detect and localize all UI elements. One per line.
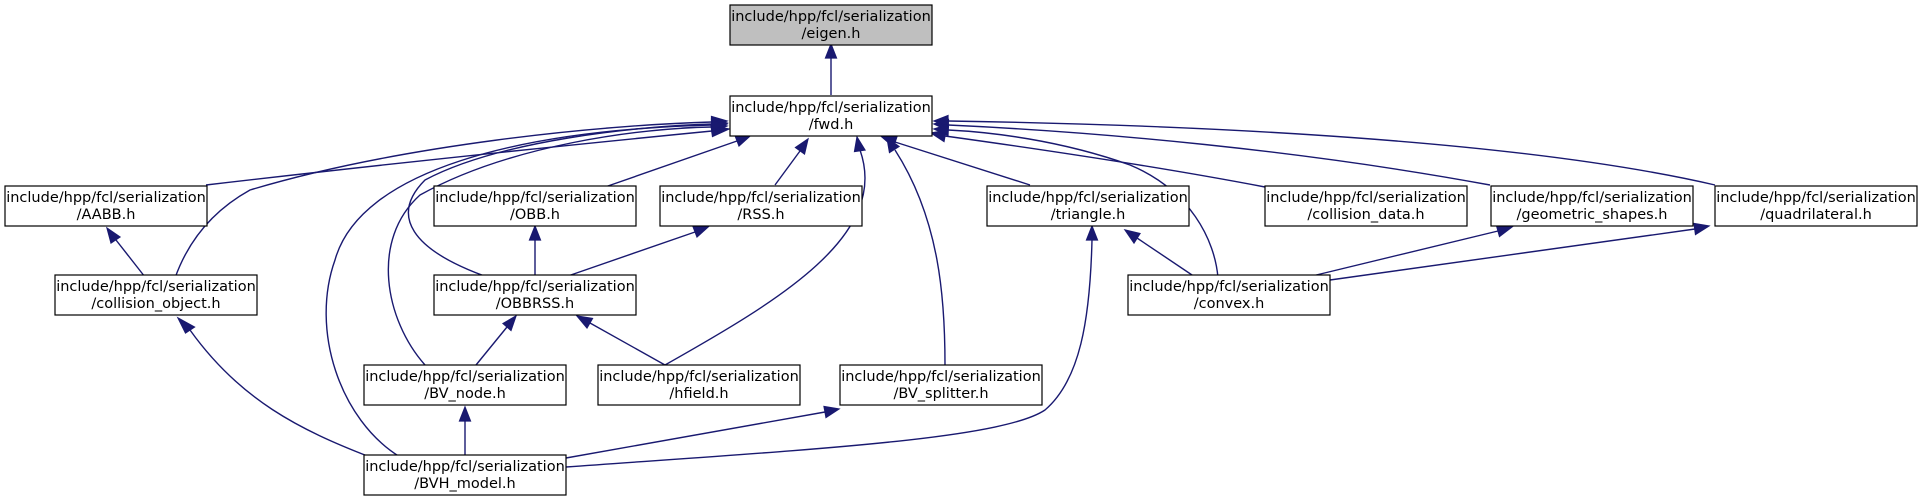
node-triangle-line1: include/hpp/fcl/serialization [988, 190, 1188, 206]
edge-obbrss-to-rss [564, 225, 710, 278]
node-aabb[interactable]: include/hpp/fcl/serialization /AABB.h [4, 185, 208, 227]
edge-aabb-to-fwd [205, 124, 731, 186]
node-fwd[interactable]: include/hpp/fcl/serialization /fwd.h [729, 95, 933, 137]
node-fwd-line1: include/hpp/fcl/serialization [731, 100, 931, 116]
edge-quadrilateral-to-fwd [932, 114, 1716, 186]
node-triangle[interactable]: include/hpp/fcl/serialization /triangle.… [986, 185, 1190, 227]
edge-hfield-to-fwd [664, 135, 866, 366]
edge-bvh-model-to-bv-node [458, 405, 472, 457]
node-convex-line2: /convex.h [1194, 296, 1265, 312]
edge-obb-to-fwd [604, 134, 752, 188]
node-aabb-line1: include/hpp/fcl/serialization [6, 190, 206, 206]
node-bvh-model-line2: /BVH_model.h [414, 476, 515, 492]
node-bvh-model-line1: include/hpp/fcl/serialization [365, 459, 565, 475]
node-hfield-line2: /hfield.h [669, 386, 728, 402]
edge-bv-splitter-to-fwd [886, 136, 946, 366]
node-geometric-shapes[interactable]: include/hpp/fcl/serialization /geometric… [1490, 185, 1694, 227]
node-quadrilateral-line2: /quadrilateral.h [1760, 207, 1872, 223]
node-obb-line2: /OBB.h [510, 207, 560, 223]
edge-convex-to-fwd [932, 123, 1219, 279]
node-rss-line2: /RSS.h [737, 207, 784, 223]
node-obbrss[interactable]: include/hpp/fcl/serialization /OBBRSS.h [433, 274, 637, 316]
edge-bv-node-to-obbrss [475, 314, 518, 366]
edge-fwd-to-eigen [824, 42, 838, 95]
node-collision-data[interactable]: include/hpp/fcl/serialization /collision… [1264, 185, 1468, 227]
node-bv-node-line1: include/hpp/fcl/serialization [365, 369, 565, 385]
node-rss[interactable]: include/hpp/fcl/serialization /RSS.h [659, 185, 863, 227]
node-eigen[interactable]: include/hpp/fcl/serialization /eigen.h [729, 4, 933, 46]
node-obbrss-line2: /OBBRSS.h [496, 296, 574, 312]
edge-bvh-model-to-collision-object [176, 316, 371, 458]
node-quadrilateral[interactable]: include/hpp/fcl/serialization /quadrilat… [1714, 185, 1918, 227]
edge-rss-to-fwd [774, 137, 809, 186]
node-eigen-line1: include/hpp/fcl/serialization [731, 9, 931, 25]
node-hfield-line1: include/hpp/fcl/serialization [599, 369, 799, 385]
node-bv-node[interactable]: include/hpp/fcl/serialization /BV_node.h [363, 364, 567, 406]
node-obb-line1: include/hpp/fcl/serialization [435, 190, 635, 206]
node-collision-object-line2: /collision_object.h [91, 296, 220, 312]
edge-bvh-model-to-triangle [565, 224, 1099, 468]
edge-collision-data-to-fwd [929, 129, 1266, 188]
edge-obbrss-to-obb [528, 224, 542, 277]
edge-bvh-model-to-fwd [325, 118, 729, 458]
node-collision-data-line2: /collision_data.h [1307, 207, 1424, 223]
node-geometric-shapes-line2: /geometric_shapes.h [1517, 207, 1668, 223]
node-convex[interactable]: include/hpp/fcl/serialization /convex.h [1127, 274, 1331, 316]
node-collision-object-line1: include/hpp/fcl/serialization [56, 279, 256, 295]
node-aabb-line2: /AABB.h [77, 207, 136, 223]
node-fwd-line2: /fwd.h [809, 117, 854, 133]
node-rss-line1: include/hpp/fcl/serialization [661, 190, 861, 206]
nodes: include/hpp/fcl/serialization /eigen.h i… [4, 4, 1918, 496]
edge-convex-to-quadrilateral [1329, 222, 1711, 281]
node-hfield[interactable]: include/hpp/fcl/serialization /hfield.h [597, 364, 801, 406]
edge-bvh-model-to-bv-splitter [565, 405, 841, 459]
node-eigen-line2: /eigen.h [802, 26, 861, 42]
node-collision-data-line1: include/hpp/fcl/serialization [1266, 190, 1466, 206]
node-bv-splitter-line1: include/hpp/fcl/serialization [841, 369, 1041, 385]
node-obbrss-line1: include/hpp/fcl/serialization [435, 279, 635, 295]
node-bvh-model[interactable]: include/hpp/fcl/serialization /BVH_model… [363, 454, 567, 496]
node-geometric-shapes-line1: include/hpp/fcl/serialization [1492, 190, 1692, 206]
edge-triangle-to-fwd [880, 135, 1031, 186]
edge-bv-node-to-fwd [387, 120, 729, 366]
node-convex-line1: include/hpp/fcl/serialization [1129, 279, 1329, 295]
edge-collision-object-to-aabb [105, 226, 146, 278]
edge-hfield-to-obbrss [575, 315, 666, 366]
node-bv-splitter-line2: /BV_splitter.h [893, 386, 988, 402]
node-triangle-line2: /triangle.h [1051, 207, 1126, 223]
edges [105, 42, 1716, 468]
node-bv-splitter[interactable]: include/hpp/fcl/serialization /BV_splitt… [839, 364, 1043, 406]
node-bv-node-line2: /BV_node.h [424, 386, 506, 402]
node-obb[interactable]: include/hpp/fcl/serialization /OBB.h [433, 185, 637, 227]
edge-convex-to-triangle [1123, 229, 1196, 278]
node-collision-object[interactable]: include/hpp/fcl/serialization /collision… [54, 274, 258, 316]
node-quadrilateral-line1: include/hpp/fcl/serialization [1716, 190, 1916, 206]
